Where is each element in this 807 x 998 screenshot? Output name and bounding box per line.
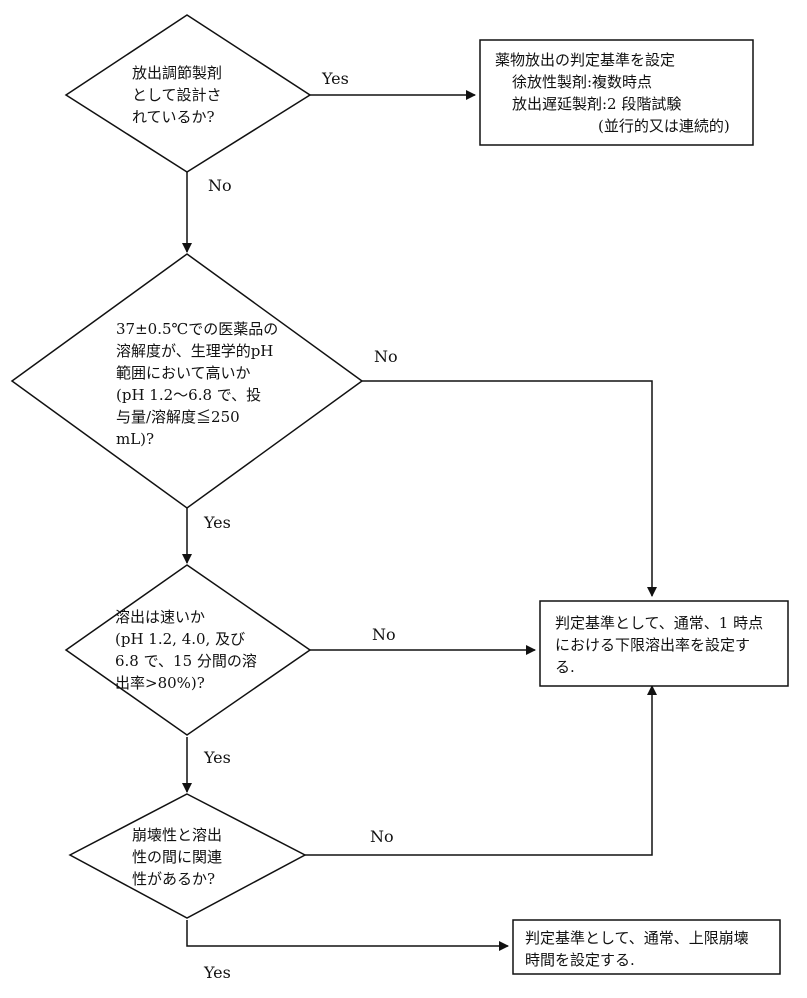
label-no: No (370, 827, 394, 846)
decision-high-solubility: 37±0.5℃での医薬品の 溶解度が、生理学的pH 範囲において高いか (pH … (10, 253, 364, 509)
label-no: No (208, 176, 232, 195)
connectors (182, 90, 657, 951)
decision-text-line: 6.8 で、15 分間の溶 (115, 652, 257, 670)
result-single-point-dissolution: 判定基準として、通常、1 時点 における下限溶出率を設定す る. (539, 600, 789, 687)
arrow-d2-no-to-r2 (362, 380, 657, 597)
svg-text:判定基準として、通常、1 時点 における下限溶出: 判定基準として、通常、1 時点 における下限溶出率を設定す る. (555, 614, 768, 676)
edge-labels: Yes No No Yes No Yes No Yes (203, 69, 398, 982)
decision-text-line: 37±0.5℃での医薬品の (116, 320, 278, 338)
svg-text:崩壊性と溶出 性の間に関連 性がある: 崩壊性と溶出 性の間に関連 性があるか? (132, 826, 227, 888)
label-no: No (372, 625, 396, 644)
result-text-line: における下限溶出率を設定す (555, 636, 750, 654)
svg-text:放出調節製剤 として設計さ れている: 放出調節製剤 として設計さ れているか? (132, 64, 227, 126)
decision-text-line: 与量/溶解度≦250 (116, 408, 240, 426)
result-text-line: 判定基準として、通常、1 時点 (555, 614, 763, 632)
decision-text-line: 溶解度が、生理学的pH (116, 342, 273, 360)
decision-text-line: mL)? (116, 430, 154, 448)
result-box-shape (479, 39, 754, 146)
decision-diamond-shape (64, 564, 312, 736)
decision-rapid-dissolution: 溶出は速いか (pH 1.2, 4.0, 及び 6.8 で、15 分間の溶 出率… (64, 564, 312, 736)
result-text-line: 徐放性製剤:複数時点 (512, 73, 652, 91)
decision-text-line: 性の間に関連 (132, 848, 222, 866)
decision-controlled-release: 放出調節製剤 として設計さ れているか? (64, 14, 312, 173)
decision-disintegration-correlation: 崩壊性と溶出 性の間に関連 性があるか? (68, 793, 307, 919)
decision-text-line: (pH 1.2〜6.8 で、投 (116, 386, 261, 404)
svg-text:判定基準として、通常、上限崩壊 時間を設定する.: 判定基準として、通常、上限崩壊 時間を設定する. (525, 929, 754, 969)
decision-text-line: 性があるか? (132, 870, 215, 888)
label-no: No (374, 347, 398, 366)
result-disintegration-time: 判定基準として、通常、上限崩壊 時間を設定する. (512, 919, 781, 975)
svg-text:薬物放出の判定基準を設定 徐放性製剤:複数時点: 薬物放出の判定基準を設定 徐放性製剤:複数時点 放出遅延製剤:2 段階試験 (並… (495, 51, 730, 135)
result-box-shape (512, 919, 781, 975)
decision-diamond-shape (68, 793, 307, 919)
result-text-line: 薬物放出の判定基準を設定 (495, 51, 675, 69)
label-yes: Yes (321, 69, 349, 88)
arrow-d4-no-to-r2 (305, 685, 657, 856)
decision-text-line: (pH 1.2, 4.0, 及び (115, 630, 245, 648)
label-yes: Yes (203, 748, 231, 767)
result-text-line: 放出遅延製剤:2 段階試験 (512, 95, 681, 113)
decision-diamond-shape (10, 253, 364, 509)
decision-text-line: 出率>80%)? (115, 674, 205, 692)
decision-text-line: 崩壊性と溶出 (132, 826, 222, 844)
decision-text-line: 放出調節製剤 (132, 64, 222, 82)
arrow-d4-yes-to-r3 (186, 920, 509, 951)
result-text-line: る. (555, 658, 575, 676)
result-text-line: 時間を設定する. (525, 951, 635, 969)
result-release-criteria: 薬物放出の判定基準を設定 徐放性製剤:複数時点 放出遅延製剤:2 段階試験 (並… (479, 39, 754, 146)
svg-text:37±0.5℃での医薬品の 溶解度が、生理学的p: 37±0.5℃での医薬品の 溶解度が、生理学的pH 範囲において高いか (pH … (116, 320, 283, 448)
decision-text-line: 溶出は速いか (115, 608, 205, 626)
decision-text-line: として設計さ (132, 86, 222, 104)
result-box-shape (539, 600, 789, 687)
result-text-line: 判定基準として、通常、上限崩壊 (525, 929, 749, 947)
decision-diamond-shape (64, 14, 312, 173)
label-yes: Yes (203, 513, 231, 532)
result-text-line: (並行的又は連続的) (598, 117, 730, 135)
label-yes: Yes (203, 963, 231, 982)
svg-text:溶出は速いか (pH 1.2, 4.0, 及び: 溶出は速いか (pH 1.2, 4.0, 及び 6.8 で、15 分間の溶 出率… (115, 608, 262, 692)
decision-text-line: 範囲において高いか (116, 364, 251, 382)
decision-text-line: れているか? (132, 108, 215, 126)
